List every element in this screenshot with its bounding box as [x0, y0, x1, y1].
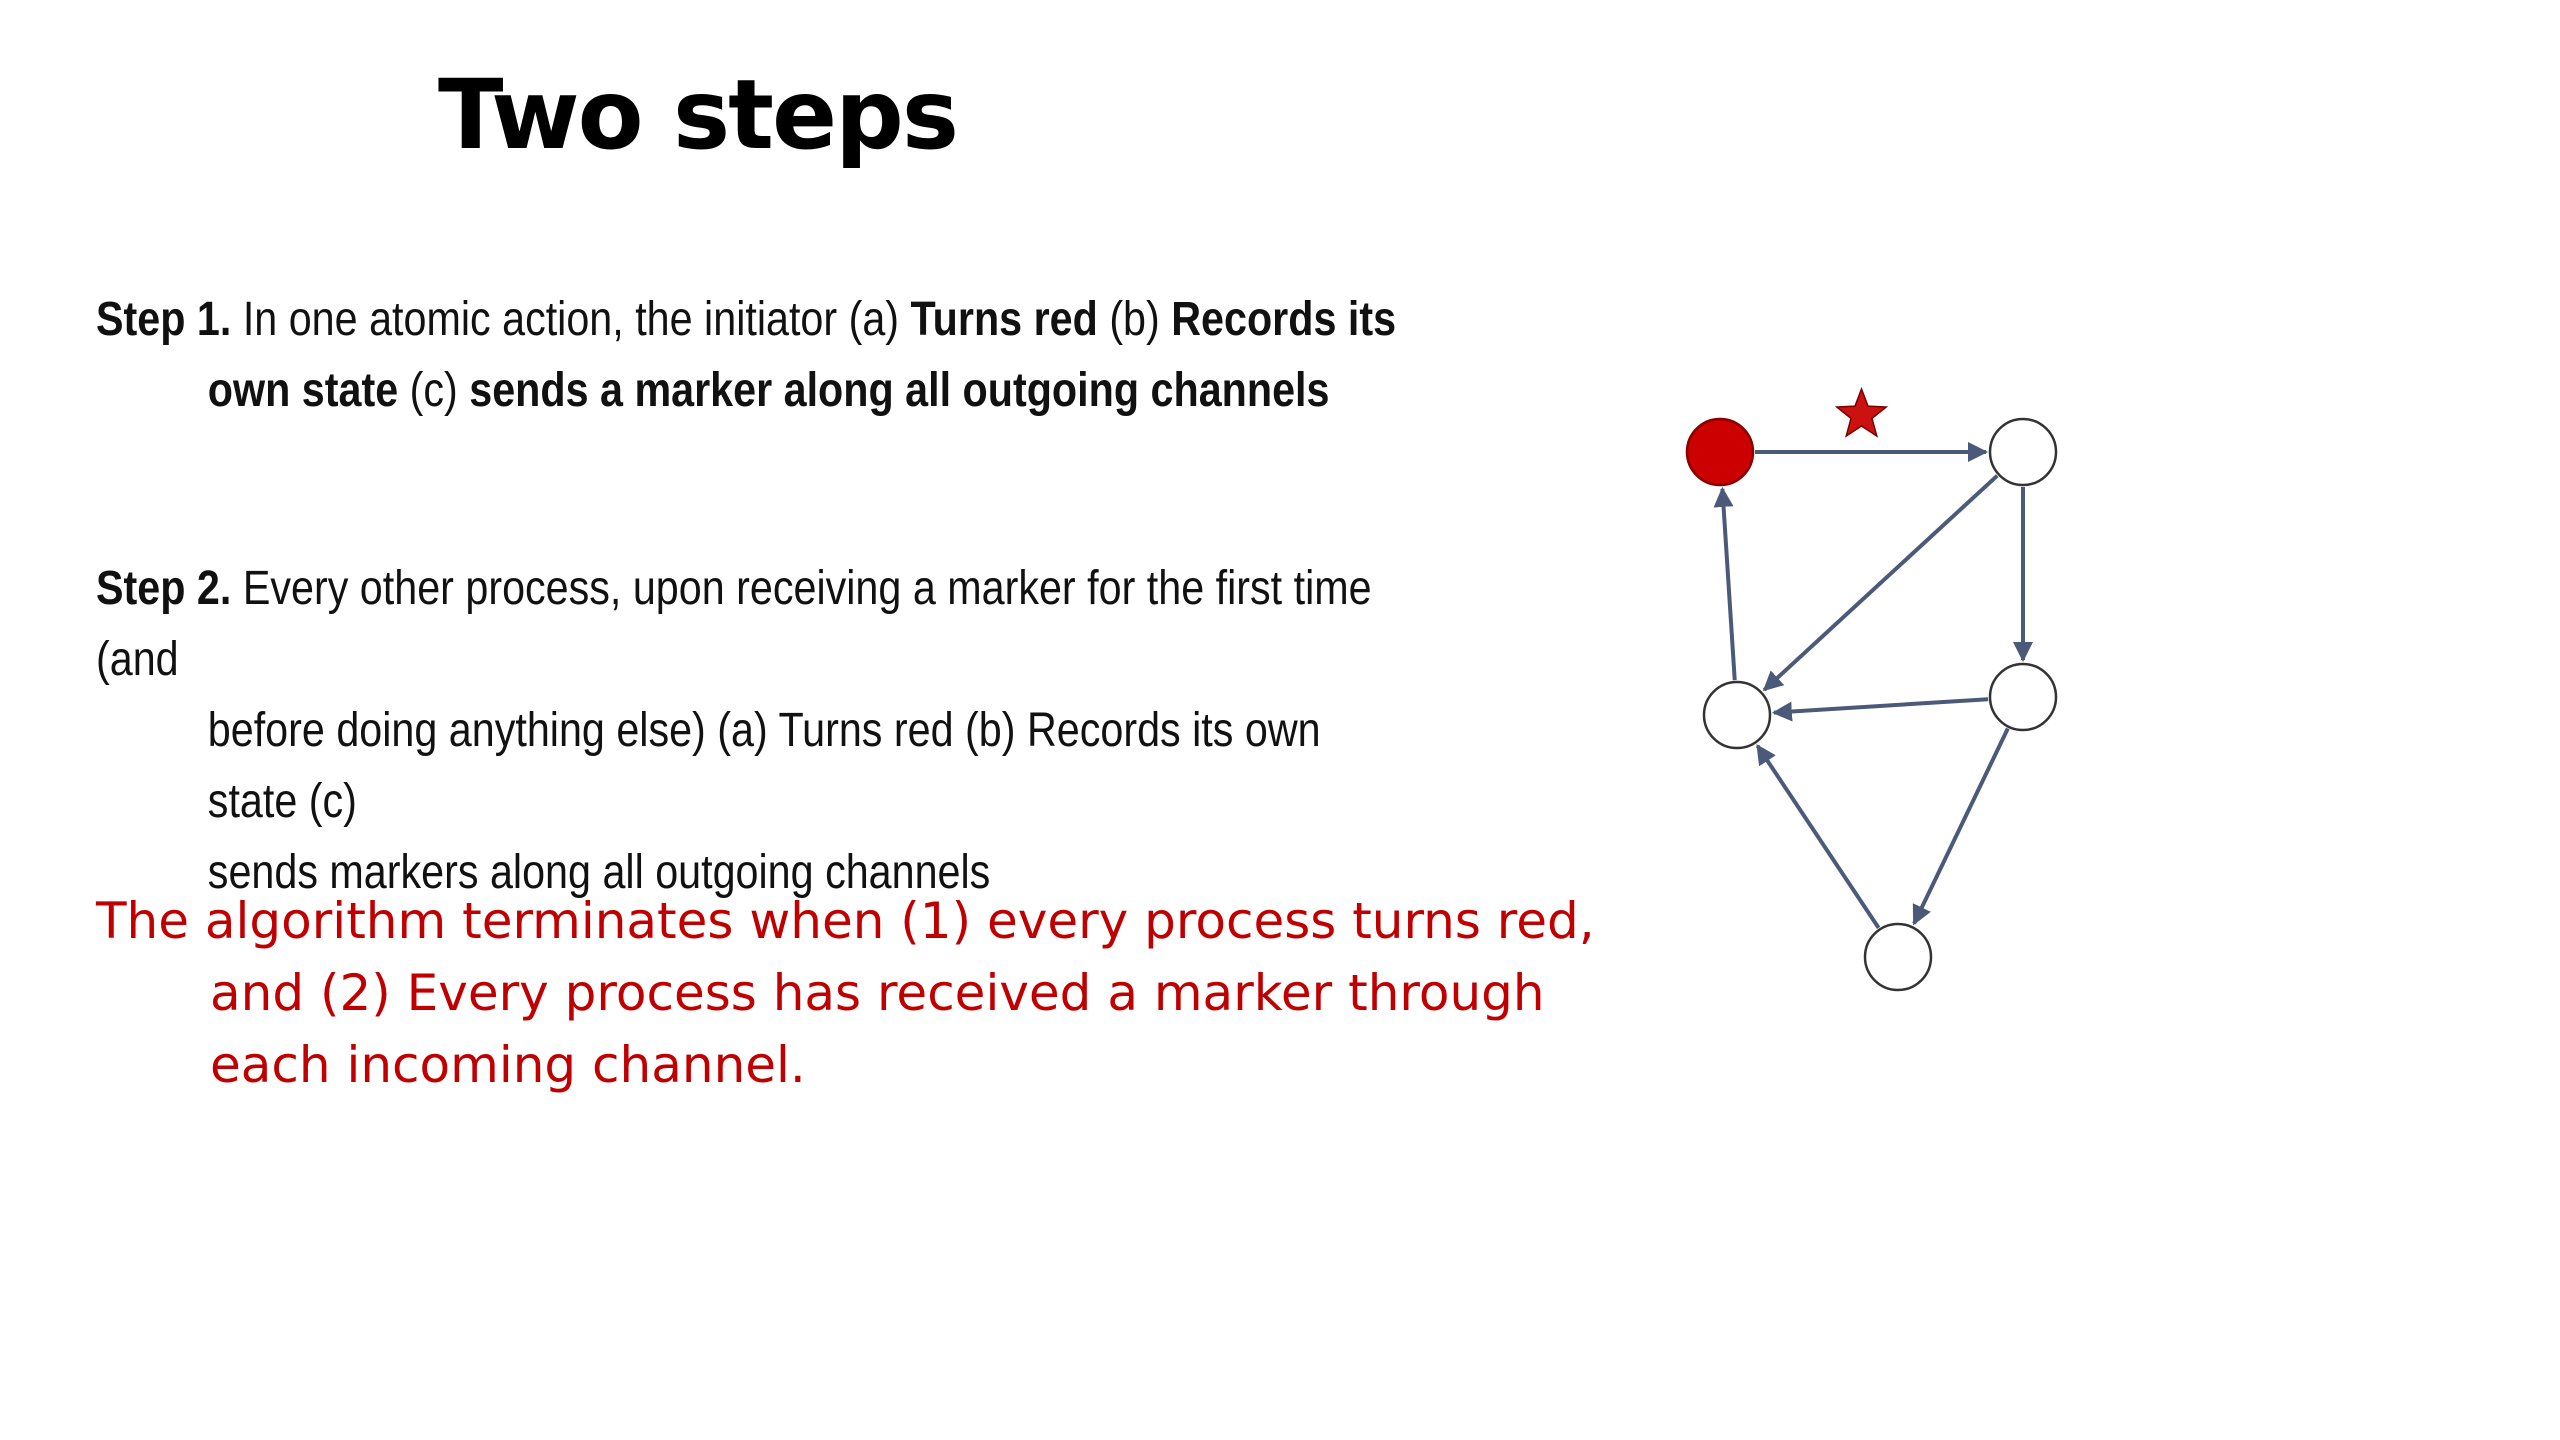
step-2-label: Step 2.	[96, 562, 232, 615]
star-icon	[1834, 386, 1889, 438]
termination-line-2: and (2) Every process has received a mar…	[210, 964, 1545, 1022]
step-2-line-1: Step 2. Every other process, upon receiv…	[96, 553, 1420, 695]
process-nodes	[1685, 417, 2058, 992]
channel-edge-middle-right-to-bottom	[1912, 727, 2010, 926]
channel-edge-middle-left-to-initiator	[1713, 486, 1737, 681]
channel-edge-top-right-to-middle-left	[1762, 474, 1999, 692]
step-2-text-1: Every other process, upon receiving a ma…	[96, 562, 1372, 686]
step-1-paragraph: Step 1. In one atomic action, the initia…	[96, 284, 1420, 426]
step-1-text-c: (c)	[398, 364, 470, 417]
process-node-initiator	[1685, 417, 1755, 487]
process-node-middle-left	[1702, 680, 1772, 750]
step-2-line-2: before doing anything else) (a) Turns re…	[207, 704, 1321, 828]
channel-edge-bottom-to-middle-left	[1755, 744, 1881, 929]
step-2-paragraph: Step 2. Every other process, upon receiv…	[96, 553, 1420, 908]
step-1-sends-marker: sends a marker along all outgoing channe…	[469, 364, 1330, 417]
termination-line-3: each incoming channel.	[210, 1036, 806, 1094]
step-1-own-state: own state	[207, 364, 399, 417]
marker-layer	[1834, 386, 1889, 438]
step-1-records-its: Records its	[1171, 293, 1397, 346]
step-1-text-b: (b)	[1097, 293, 1172, 346]
step-1-label: Step 1.	[96, 293, 232, 346]
page-title: Two steps	[438, 59, 959, 171]
process-node-top-right	[1988, 417, 2058, 487]
channel-edges	[1713, 442, 2033, 929]
step-1-line-1: Step 1. In one atomic action, the initia…	[96, 284, 1420, 355]
process-node-middle-right	[1988, 662, 2058, 732]
termination-condition: The algorithm terminates when (1) every …	[96, 885, 1596, 1101]
termination-line-1: The algorithm terminates when (1) every …	[96, 892, 1595, 950]
channel-edge-middle-right-to-middle-left	[1771, 697, 1989, 722]
process-node-bottom	[1863, 922, 1933, 992]
step-1-turns-red: Turns red	[910, 293, 1098, 346]
step-2-line-3: sends markers along all outgoing channel…	[207, 846, 991, 899]
step-1-text-a: In one atomic action, the initiator (a)	[231, 293, 911, 346]
step-1-line-2: own state (c) sends a marker along all o…	[96, 355, 1420, 426]
